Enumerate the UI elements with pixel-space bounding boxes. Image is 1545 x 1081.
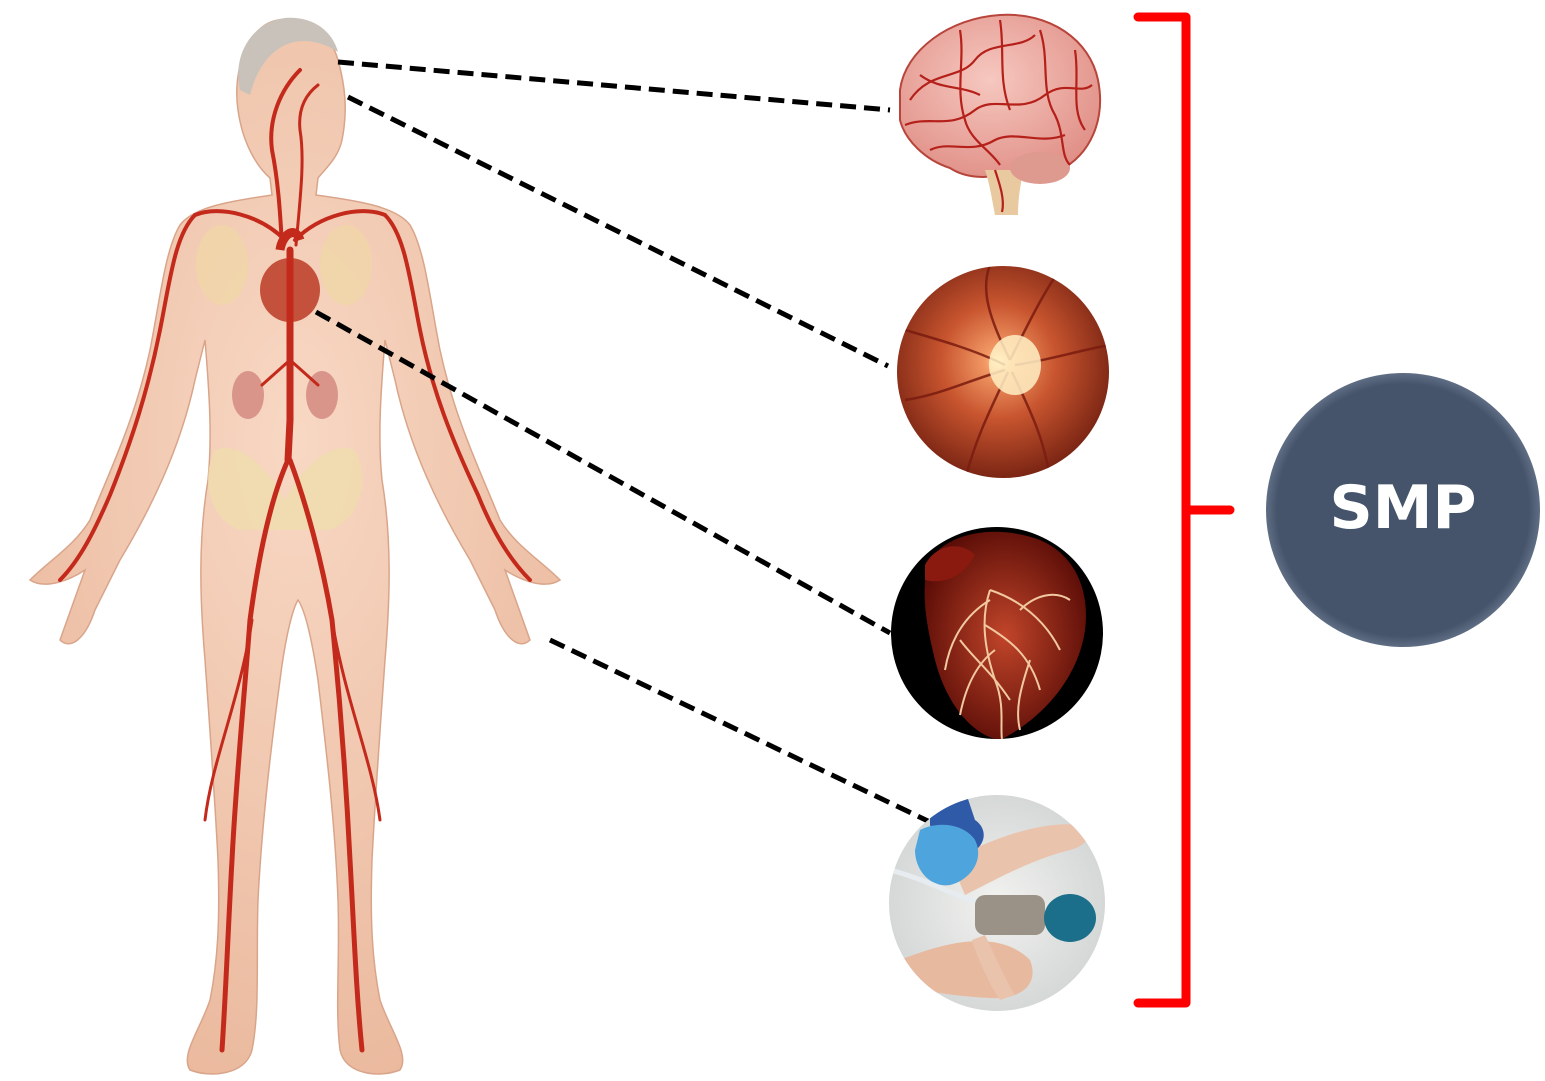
- connector-lines: [316, 62, 930, 822]
- brain-vasculature-icon: [900, 15, 1100, 215]
- connector-hand-finger: [550, 640, 930, 822]
- grouping-bracket: [1138, 17, 1230, 1003]
- finger-pulse-oximeter-icon: [889, 790, 1105, 1011]
- human-figure-icon: [30, 18, 560, 1074]
- connector-heart-coronary: [316, 312, 890, 633]
- connector-head-brain: [338, 62, 890, 110]
- coronary-vasculature-icon: [891, 527, 1103, 740]
- retinal-fundus-icon: [897, 265, 1110, 480]
- smp-label: SMP: [1330, 473, 1477, 543]
- smp-node: SMP: [1266, 373, 1540, 647]
